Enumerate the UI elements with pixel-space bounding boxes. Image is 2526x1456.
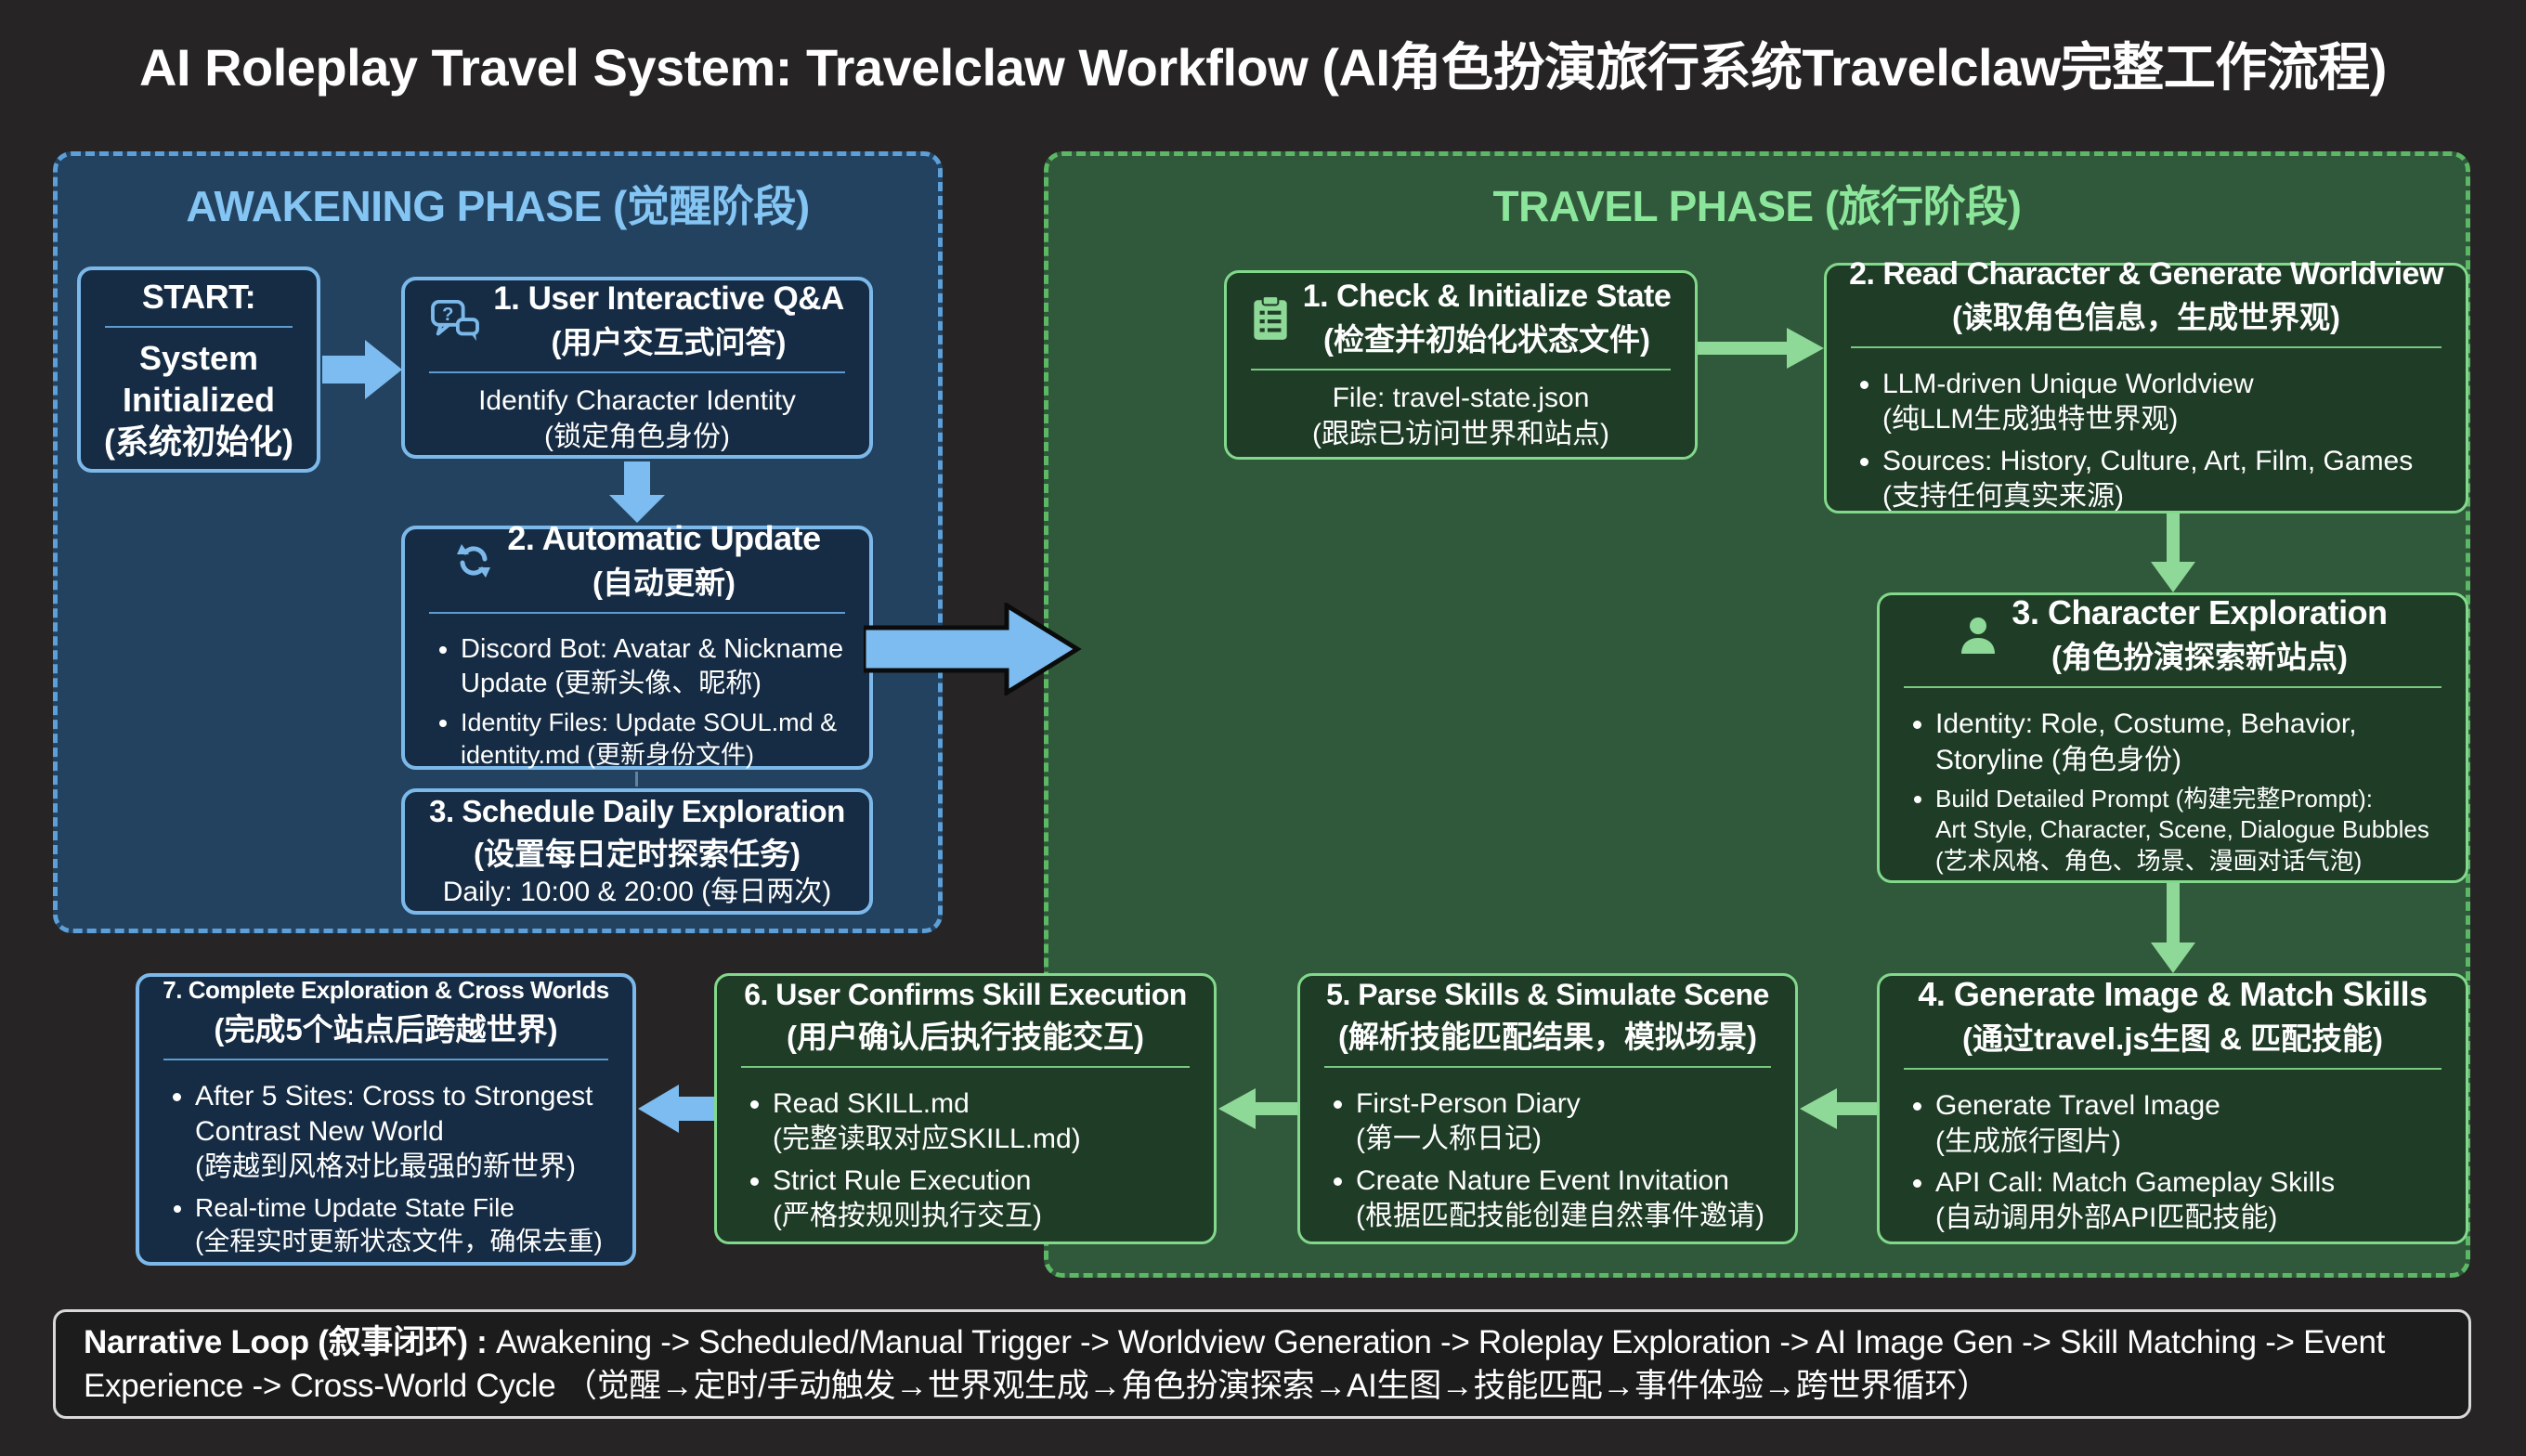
- arrow-image-to-parse: [1800, 1088, 1877, 1129]
- box-title: 6. User Confirms Skill Execution: [744, 977, 1187, 1011]
- awakening-phase-title: AWAKENING PHASE (觉醒阶段): [186, 182, 810, 230]
- narrative-loop-footer: Narrative Loop (叙事闭环) : Awakening -> Sch…: [53, 1309, 2471, 1419]
- connector-update-to-schedule: [635, 772, 638, 786]
- svg-text:?: ?: [442, 305, 453, 325]
- box-trv-4-generate-image: 4. Generate Image & Match Skills (通过trav…: [1877, 973, 2468, 1244]
- box-title-zh: (通过travel.js生图 & 匹配技能): [1962, 1021, 2383, 1057]
- arrow-exploration-to-image: [2151, 883, 2195, 973]
- box-title-zh: (用户交互式问答): [551, 325, 787, 359]
- bullet-list: Read SKILL.md (完整读取对应SKILL.md) Strict Ru…: [745, 1081, 1191, 1241]
- box-title-zh: (角色扮演探索新站点): [2051, 640, 2348, 675]
- box-title: 4. Generate Image & Match Skills: [1918, 975, 2428, 1014]
- bullet-item: LLM-driven Unique Worldview (纯LLM生成独特世界观…: [1882, 367, 2443, 438]
- arrow-worldview-to-exploration: [2151, 514, 2195, 592]
- page-title: AI Roleplay Travel System: Travelclaw Wo…: [139, 38, 2387, 97]
- box-trv-6-confirm-skill: 6. User Confirms Skill Execution (用户确认后执…: [714, 973, 1217, 1244]
- box-title: 2. Automatic Update: [507, 518, 821, 557]
- divider: [1904, 1068, 2441, 1071]
- box-trv-3-character-exploration: 3. Character Exploration (角色扮演探索新站点) Ide…: [1877, 592, 2468, 883]
- box-title: 7. Complete Exploration & Cross Worlds: [163, 975, 609, 1004]
- divider: [163, 1058, 608, 1060]
- arrow-confirm-to-complete: [638, 1085, 714, 1133]
- bullet-item: First-Person Diary (第一人称日记): [1356, 1086, 1773, 1158]
- divider: [1904, 686, 2441, 689]
- box-trv-2-worldview: 2. Read Character & Generate Worldview (…: [1824, 256, 2468, 514]
- person-icon: [1958, 615, 1999, 656]
- narrative-loop-label: Narrative Loop (叙事闭环) :: [84, 1323, 496, 1360]
- box-7-cross-worlds: 7. Complete Exploration & Cross Worlds (…: [136, 973, 636, 1266]
- bullet-item: Generate Travel Image (生成旅行图片): [1935, 1088, 2443, 1160]
- arrow-parse-to-confirm: [1218, 1088, 1297, 1129]
- bullet-item: After 5 Sites: Cross to Strongest Contra…: [195, 1079, 610, 1186]
- box-start-body: System Initialized (系统初始化): [104, 338, 293, 461]
- box-trv-5-parse-skills: 5. Parse Skills & Simulate Scene (解析技能匹配…: [1297, 973, 1798, 1244]
- bullet-item: Sources: History, Culture, Art, Film, Ga…: [1882, 444, 2443, 515]
- divider: [429, 611, 845, 614]
- bullet-item: Read SKILL.md (完整读取对应SKILL.md): [773, 1086, 1191, 1158]
- box-title-zh: (设置每日定时探索任务): [474, 836, 801, 871]
- box-title-zh: (用户确认后执行技能交互): [787, 1019, 1144, 1054]
- box-title: 5. Parse Skills & Simulate Scene: [1326, 977, 1769, 1011]
- clipboard-icon: [1251, 294, 1290, 343]
- bullet-item: Strict Rule Execution (严格按规则执行交互): [773, 1164, 1191, 1235]
- bullet-item: Build Detailed Prompt (构建完整Prompt): Art …: [1935, 784, 2443, 877]
- box-awk-1-user-qa: ? 1. User Interactive Q&A (用户交互式问答) Iden…: [401, 277, 873, 459]
- narrative-loop-sequence: Awakening -> Scheduled/Manual Trigger ->…: [84, 1323, 2386, 1404]
- box-title-zh: (检查并初始化状态文件): [1323, 321, 1650, 357]
- box-title: 1. User Interactive Q&A: [493, 280, 844, 317]
- box-title-zh: (解析技能匹配结果，模拟场景): [1338, 1019, 1757, 1054]
- arrow-awakening-to-travel: [864, 603, 1082, 696]
- bullet-item: API Call: Match Gameplay Skills (自动调用外部A…: [1935, 1165, 2443, 1237]
- bullet-item: Create Nature Event Invitation (根据匹配技能创建…: [1356, 1164, 1773, 1235]
- box-body: Identify Character Identity (锁定角色身份): [478, 385, 796, 452]
- box-trv-1-check-state: 1. Check & Initialize State (检查并初始化状态文件)…: [1224, 270, 1698, 460]
- bullet-item: Identity Files: Update SOUL.md & identit…: [461, 707, 847, 771]
- bullet-list: After 5 Sites: Cross to Strongest Contra…: [167, 1073, 610, 1264]
- box-title-zh: (读取角色信息，生成世界观): [1952, 299, 2340, 334]
- bullet-list: Identity: Role, Costume, Behavior, Story…: [1908, 701, 2443, 882]
- box-body: Daily: 10:00 & 20:00 (每日两次): [442, 876, 832, 907]
- bullet-item: Real-time Update State File (全程实时更新状态文件，…: [195, 1191, 610, 1258]
- box-start-title: START:: [141, 277, 256, 316]
- divider: [1324, 1065, 1771, 1068]
- bullet-list: First-Person Diary (第一人称日记) Create Natur…: [1328, 1081, 1773, 1241]
- divider: [1251, 368, 1671, 370]
- divider: [1851, 345, 2441, 348]
- bullet-list: LLM-driven Unique Worldview (纯LLM生成独特世界观…: [1855, 361, 2443, 521]
- box-title: 2. Read Character & Generate Worldview: [1849, 255, 2443, 292]
- box-title: 3. Character Exploration: [2012, 593, 2388, 632]
- narrative-loop-text: Narrative Loop (叙事闭环) : Awakening -> Sch…: [84, 1320, 2441, 1409]
- divider: [741, 1065, 1190, 1068]
- box-start: START: System Initialized (系统初始化): [77, 266, 320, 473]
- box-title: 1. Check & Initialize State: [1302, 278, 1672, 314]
- box-body: File: travel-state.json (跟踪已访问世界和站点): [1312, 382, 1609, 449]
- divider: [429, 371, 845, 373]
- box-title: 3. Schedule Daily Exploration: [429, 793, 845, 828]
- chat-question-icon: ?: [430, 299, 480, 344]
- arrow-qa-to-update: [609, 462, 665, 523]
- bullet-item: Identity: Role, Costume, Behavior, Story…: [1935, 707, 2443, 778]
- bullet-list: Discord Bot: Avatar & Nickname Update (更…: [433, 627, 847, 776]
- divider: [105, 325, 293, 328]
- travel-phase-title: TRAVEL PHASE (旅行阶段): [1492, 182, 2022, 230]
- box-title-zh: (自动更新): [592, 565, 736, 600]
- box-title-zh: (完成5个站点后跨越世界): [214, 1011, 558, 1046]
- box-awk-2-automatic-update: 2. Automatic Update (自动更新) Discord Bot: …: [401, 519, 873, 770]
- bullet-list: Generate Travel Image (生成旅行图片) API Call:…: [1908, 1083, 2443, 1242]
- arrow-start-to-qa: [322, 340, 402, 399]
- box-awk-3-schedule: 3. Schedule Daily Exploration (设置每日定时探索任…: [401, 788, 873, 915]
- refresh-icon: [453, 540, 494, 581]
- arrow-check-to-worldview: [1698, 328, 1824, 369]
- bullet-item: Discord Bot: Avatar & Nickname Update (更…: [461, 632, 847, 701]
